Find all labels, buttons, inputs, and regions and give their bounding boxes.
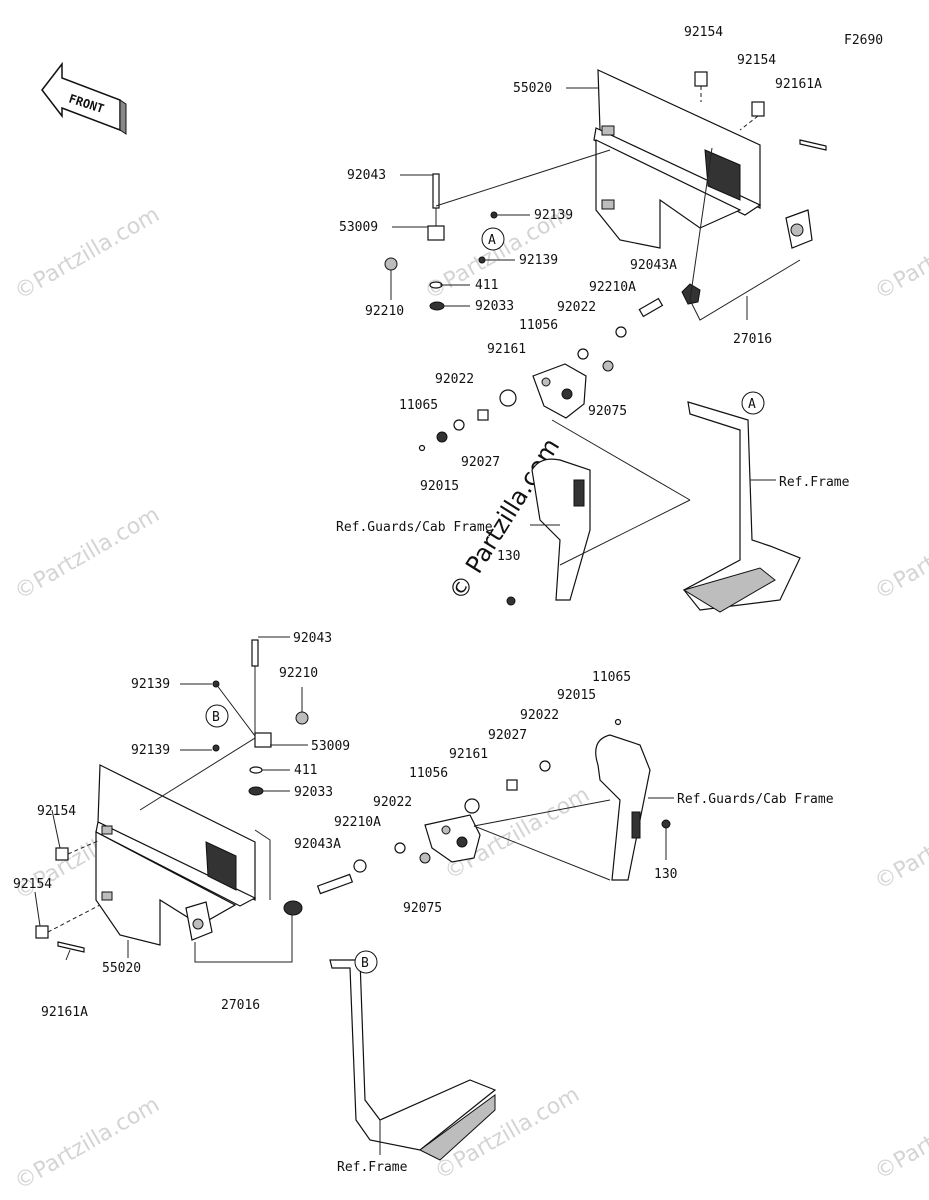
label-92161A: 92161A <box>775 77 822 92</box>
label-92210: 92210 <box>279 666 318 681</box>
label-92075: 92075 <box>403 901 442 916</box>
watermark: ©Partzilla.com <box>11 202 164 305</box>
screw-92154-bottom <box>55 847 69 861</box>
callout-a: A <box>748 397 756 412</box>
lamp-27016-bottom <box>185 900 303 941</box>
callout-a: A <box>488 233 496 248</box>
label-92154: 92154 <box>737 53 776 68</box>
label-92022: 92022 <box>557 300 596 315</box>
label-92022: 92022 <box>520 708 559 723</box>
label-92161: 92161 <box>487 342 526 357</box>
watermark: ©Partzilla.com <box>871 792 929 895</box>
label-11056: 11056 <box>519 318 558 333</box>
label-92139: 92139 <box>534 208 573 223</box>
front-arrow-icon: FRONT <box>41 61 127 135</box>
label-92154: 92154 <box>37 804 76 819</box>
mirror-housing-bottom <box>95 764 257 946</box>
label-130: 130 <box>654 867 677 882</box>
mirror-housing-top <box>593 69 762 249</box>
label-ref-guards: Ref.Guards/Cab Frame <box>336 520 493 535</box>
label-27016: 27016 <box>733 332 772 347</box>
label-92027: 92027 <box>461 455 500 470</box>
label-92022: 92022 <box>435 372 474 387</box>
label-55020: 55020 <box>102 961 141 976</box>
label-92043A: 92043A <box>630 258 677 273</box>
label-92161A: 92161A <box>41 1005 88 1020</box>
label-92210: 92210 <box>365 304 404 319</box>
guard-frame-bottom <box>595 734 671 881</box>
callout-b: B <box>212 710 220 725</box>
label-92210A: 92210A <box>334 815 381 830</box>
watermark: ©Partzilla.com <box>871 1082 929 1185</box>
watermark: ©Partzilla.com <box>11 502 164 605</box>
label-92139: 92139 <box>519 253 558 268</box>
label-92033: 92033 <box>294 785 333 800</box>
watermark: ©Partzilla.com <box>11 1092 164 1195</box>
label-11065: 11065 <box>399 398 438 413</box>
label-92043: 92043 <box>347 168 386 183</box>
screw-92154-top <box>694 71 765 131</box>
guard-frame-top <box>506 458 591 606</box>
callout-b: B <box>361 956 369 971</box>
lamp-27016-top <box>681 209 813 305</box>
watermarks: ©Partzilla.com ©Partzilla.com ©Partzilla… <box>11 202 929 1195</box>
label-11065: 11065 <box>592 670 631 685</box>
main-frame-bottom <box>329 959 497 1161</box>
label-411: 411 <box>475 278 498 293</box>
label-411: 411 <box>294 763 317 778</box>
label-53009: 53009 <box>311 739 350 754</box>
label-ref-guards: Ref.Guards/Cab Frame <box>677 792 834 807</box>
label-92075: 92075 <box>588 404 627 419</box>
tag-92161A-top <box>799 139 827 151</box>
bracket-53009-top <box>384 173 498 311</box>
label-92139: 92139 <box>131 677 170 692</box>
bottom-assembly: B B 92043 92139 92210 53009 92139 411 92… <box>13 631 834 1175</box>
figure-id: F2690 <box>844 33 883 48</box>
label-92043: 92043 <box>293 631 332 646</box>
adjuster-chain-top <box>418 297 664 452</box>
label-92210A: 92210A <box>589 280 636 295</box>
label-92154: 92154 <box>684 25 723 40</box>
label-53009: 53009 <box>339 220 378 235</box>
watermark: ©Partzilla.com <box>871 502 929 605</box>
label-92139: 92139 <box>131 743 170 758</box>
label-ref-frame: Ref.Frame <box>779 475 850 490</box>
label-92015: 92015 <box>420 479 459 494</box>
label-92154: 92154 <box>13 877 52 892</box>
label-92027: 92027 <box>488 728 527 743</box>
label-92022: 92022 <box>373 795 412 810</box>
top-assembly: A A 92154 92154 92161A 55020 92043 53009… <box>336 25 850 613</box>
label-ref-frame: Ref.Frame <box>337 1160 408 1175</box>
label-92161: 92161 <box>449 747 488 762</box>
label-130: 130 <box>497 549 520 564</box>
label-92015: 92015 <box>557 688 596 703</box>
label-27016: 27016 <box>221 998 260 1013</box>
screw-92154-bottom <box>35 925 49 939</box>
label-92033: 92033 <box>475 299 514 314</box>
adjuster-chain-bottom <box>316 718 622 895</box>
tag-92161A-bottom <box>57 941 85 953</box>
label-55020: 55020 <box>513 81 552 96</box>
label-92043A: 92043A <box>294 837 341 852</box>
label-11056: 11056 <box>409 766 448 781</box>
main-frame-top <box>682 401 801 613</box>
watermark: ©Partzilla.com <box>871 202 929 305</box>
